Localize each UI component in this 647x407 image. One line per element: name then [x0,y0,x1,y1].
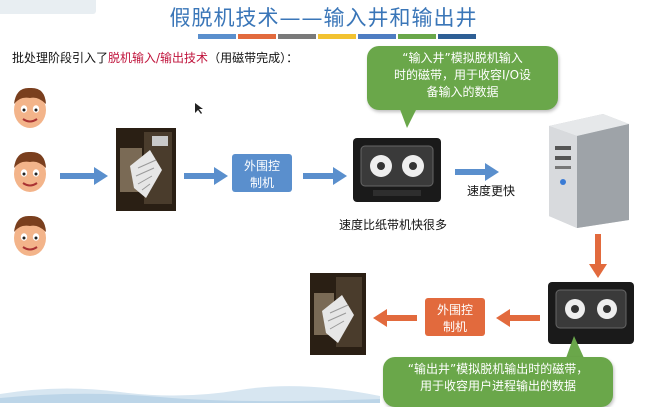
peripheral-label: 制机 [249,176,274,190]
slide-title: 假脱机技术——输入井和输出井 [169,6,478,30]
arrow-down [589,234,607,278]
cursor-icon [195,103,203,114]
tape-drive-icon [548,282,634,344]
bubble-line: 用于收容用户进程输出的数据 [419,379,576,393]
title-stripe [438,34,476,39]
output-well-bubble: “输出井”模拟脱机输出时的磁带， 用于收容用户进程输出的数据 [383,357,613,407]
arrow-right [303,167,347,185]
title-stripe [238,34,276,39]
arrow-left [373,309,417,327]
tape-drive-icon [353,138,441,202]
bubble-line: 时的磁带，用于收容I/O设 [393,68,532,82]
title-stripe [198,34,236,39]
faster-label: 速度更快 [467,184,516,198]
card-reader-icon [116,128,176,211]
tape-speed-label: 速度比纸带机快很多 [339,218,448,232]
title-stripe [278,34,316,39]
person-icon [14,215,46,256]
intro-text: 批处理阶段引入了脱机输入/输出技术（用磁带完成）： [12,49,298,66]
corner-logo [0,0,96,14]
arrow-left [496,309,540,327]
peripheral-label: 外围控 [243,159,280,173]
person-icon [14,151,46,192]
title-stripe [358,34,396,39]
input-well-bubble: “输入井”模拟脱机输入 时的磁带，用于收容I/O设 备输入的数据 [367,46,558,110]
arrow-right [184,167,228,185]
bubble-line: “输出井”模拟脱机输出时的磁带， [407,362,589,376]
peripheral-label: 制机 [442,320,467,334]
intro-highlight: 脱机输入/输出技术 [108,51,209,65]
arrow-right [60,167,108,185]
bubble-line: 备输入的数据 [426,85,499,99]
bubble-line: “输入井”模拟脱机输入 [402,51,523,65]
bubble-tail [566,336,584,358]
bubble-tail [398,104,419,128]
intro-prefix: 批处理阶段引入了 [12,51,109,65]
intro-suffix: （用磁带完成）： [208,51,299,65]
computer-tower-icon [549,114,629,228]
peripheral-controller-input: 外围控 制机 [232,154,292,192]
peripheral-label: 外围控 [436,303,473,317]
title-stripe [398,34,436,39]
peripheral-controller-output: 外围控 制机 [425,298,485,336]
person-icon [14,87,46,128]
decorative-waves [0,386,380,403]
title-stripe [318,34,356,39]
printer-icon [310,273,366,355]
arrow-right [455,163,499,181]
